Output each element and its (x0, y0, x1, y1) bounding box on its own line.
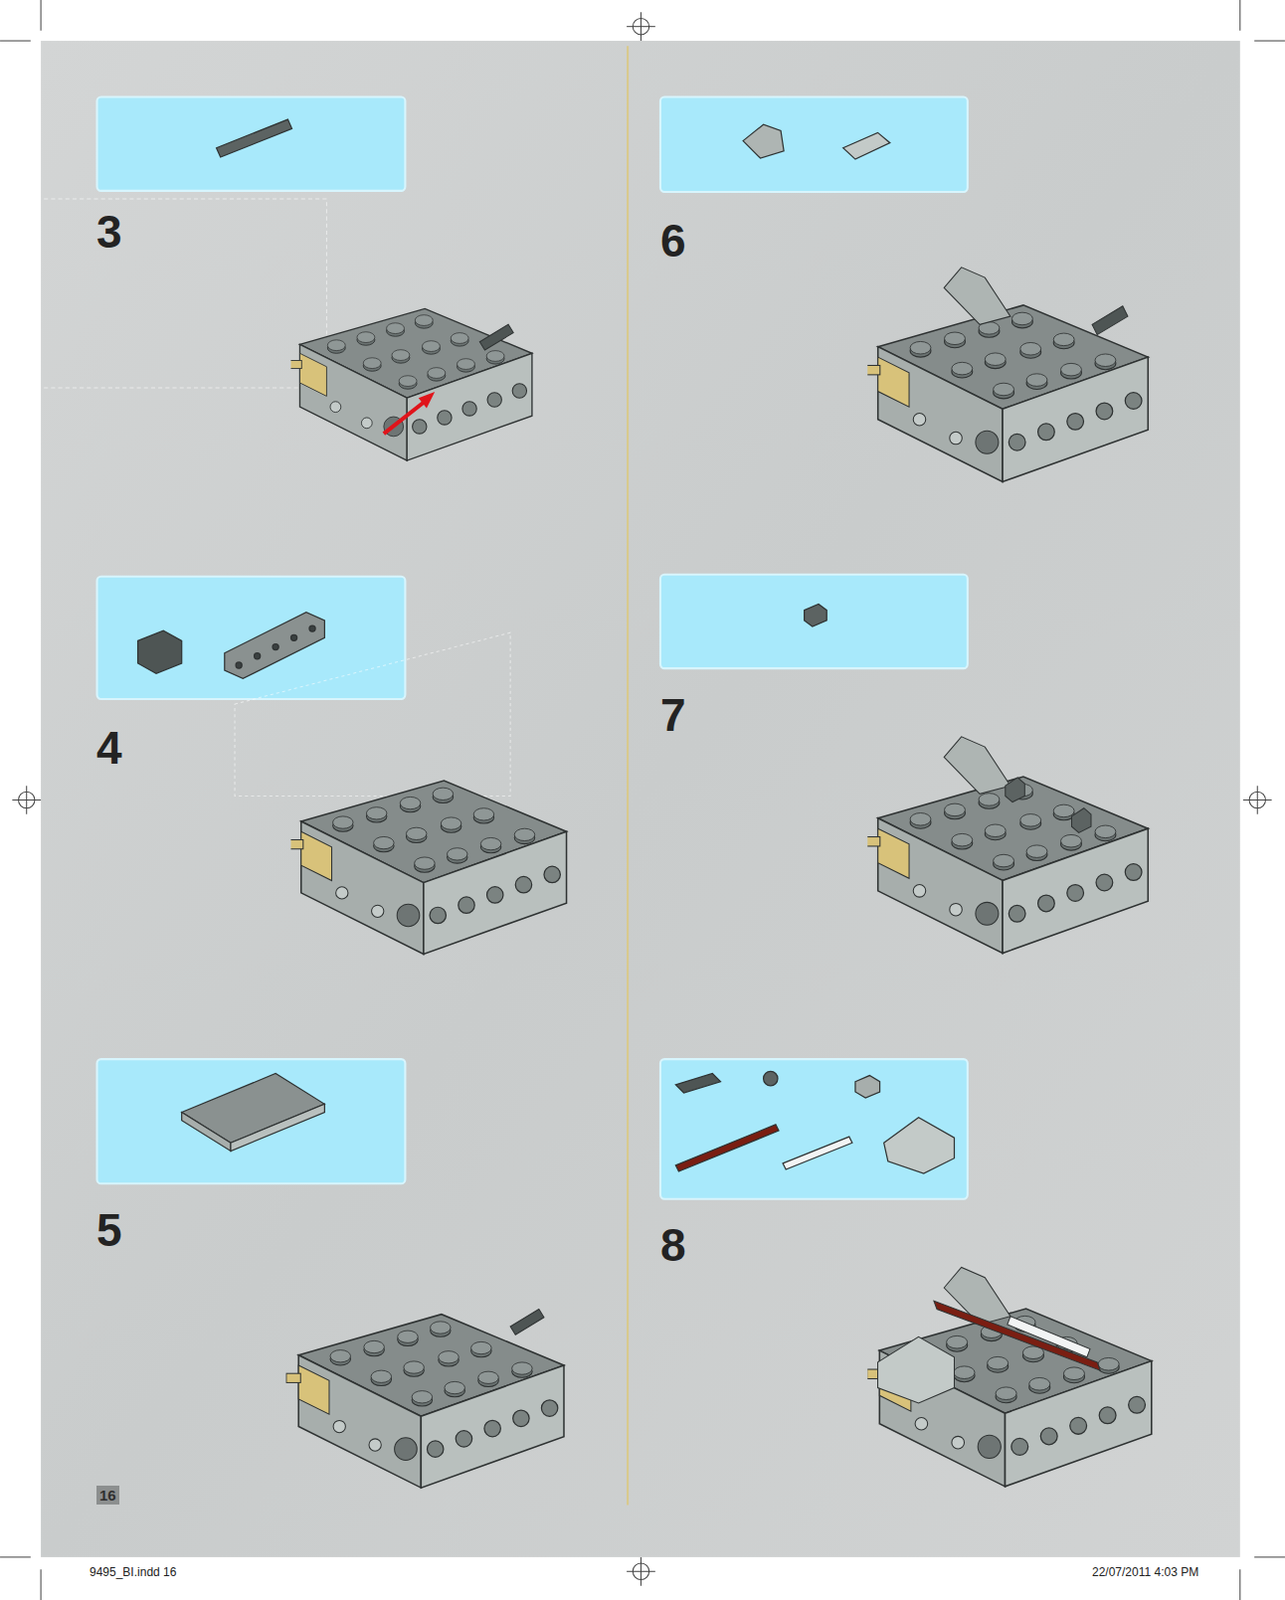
step-number: 4 (96, 725, 122, 771)
step-number: 7 (660, 692, 686, 738)
step-number: 6 (660, 217, 686, 264)
file-name: 9495_BI.indd 16 (89, 1566, 177, 1579)
step-number: 5 (96, 1207, 122, 1254)
step-number: 3 (96, 208, 122, 255)
print-date: 22/07/2011 4:03 PM (1092, 1566, 1199, 1579)
step-number: 8 (660, 1222, 686, 1269)
page-number: 16 (96, 1485, 120, 1505)
